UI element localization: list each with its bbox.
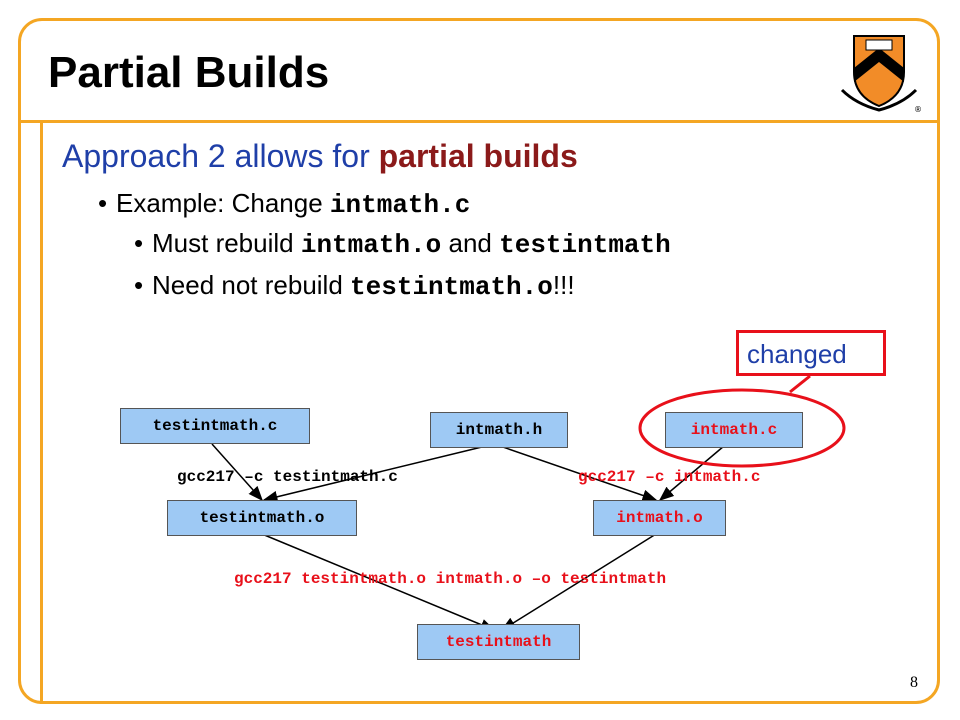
edge-testintmath-o-to-exe bbox=[261, 533, 496, 631]
bullet-must-rebuild: •Must rebuild intmath.o and testintmath bbox=[134, 228, 671, 260]
edge-intmath-c-to-o bbox=[658, 445, 725, 501]
page-number: 8 bbox=[910, 674, 918, 691]
edge-intmath-h-to-intmath-o bbox=[499, 445, 658, 502]
node-intmath-h: intmath.h bbox=[430, 412, 568, 448]
princeton-shield-logo: ® bbox=[840, 35, 922, 114]
edge-testintmath-c-to-o bbox=[211, 443, 263, 502]
node-intmath-c: intmath.c bbox=[665, 412, 803, 448]
node-testintmath: testintmath bbox=[417, 624, 580, 660]
left-rule bbox=[40, 120, 43, 704]
cmd-compile-testintmath: gcc217 –c testintmath.c bbox=[177, 468, 398, 486]
level1-bullet: Approach 2 allows for partial builds bbox=[62, 138, 578, 174]
title-divider bbox=[18, 120, 940, 123]
changed-callout: changed bbox=[736, 330, 886, 376]
node-testintmath-c: testintmath.c bbox=[120, 408, 310, 444]
cmd-link: gcc217 testintmath.o intmath.o –o testin… bbox=[234, 570, 667, 588]
edge-intmath-o-to-exe bbox=[500, 533, 657, 631]
node-testintmath-o: testintmath.o bbox=[167, 500, 357, 536]
slide-frame bbox=[18, 18, 940, 704]
bullet-need-not-rebuild: •Need not rebuild testintmath.o!!! bbox=[134, 270, 575, 302]
edge-intmath-h-to-testintmath-o bbox=[262, 445, 487, 503]
bullet-example: •Example: Change intmath.c bbox=[98, 188, 471, 220]
partial-builds-highlight: partial builds bbox=[378, 138, 578, 174]
callout-connector bbox=[789, 374, 811, 394]
cmd-compile-intmath: gcc217 –c intmath.c bbox=[578, 468, 761, 486]
slide-title: Partial Builds bbox=[48, 48, 330, 97]
svg-text:®: ® bbox=[914, 105, 922, 114]
changed-highlight-ellipse bbox=[638, 388, 846, 468]
node-intmath-o: intmath.o bbox=[593, 500, 726, 536]
